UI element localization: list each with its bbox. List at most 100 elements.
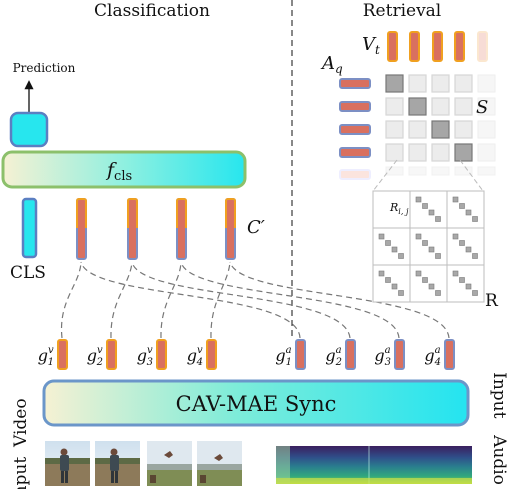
video-frame-3 [147,441,192,486]
map-a4 [229,261,450,339]
zoom-line-left [372,159,398,192]
a-q-label: Aq [320,53,343,76]
c-prime-label: C′ [247,217,265,238]
sim-cell-2-4 [454,97,473,116]
input-audio-label: Input Audio [489,372,509,485]
sim-cell-faded-col-3 [477,120,496,139]
r-block-2-3 [446,227,485,266]
video-frame-4 [197,441,242,486]
sim-cell-3-2 [408,120,427,139]
r-block-3-1 [372,264,411,303]
audio-token-3 [394,339,405,370]
video-query-tokens [387,31,488,62]
prediction-output-box [9,111,49,148]
c-prime-token-4 [225,198,236,260]
sim-cell-faded-row-3 [431,166,450,176]
r-label: R [485,291,499,311]
map-v1 [60,261,82,339]
sim-cell-1-2 [408,74,427,93]
s-label: S [476,97,488,118]
similarity-matrix [385,74,496,176]
map-a1 [80,261,301,339]
audio-token-4 [444,339,455,370]
f-cls-block [1,150,247,189]
r-block-grid [372,190,485,303]
prediction-label: Prediction [13,61,76,75]
sim-cell-faded-row-5 [477,166,496,176]
sim-cell-2-3 [431,97,450,116]
c-prime-tokens [76,198,236,260]
sim-cell-2-2 [408,97,427,116]
map-a2 [131,261,351,339]
audio-query-tokens [339,78,371,180]
r-block-3-2 [409,264,448,303]
r-block-3-3 [446,264,485,303]
v-t-token-1 [387,31,398,62]
input-video-label: Video Input [11,393,31,489]
map-a3 [180,261,400,339]
c-prime-token-2 [127,198,138,260]
sim-cell-1-3 [431,74,450,93]
encoder-label: CAV-MAE Sync [176,392,337,416]
audio-token-1 [295,339,306,370]
sim-cell-3-3 [431,120,450,139]
a-q-token-2 [339,101,371,112]
f-cls-label: fcls [105,159,132,184]
map-v2 [110,261,133,339]
r-block-2-1 [372,227,411,266]
token-mapping-lines [60,261,450,339]
audio-spectrogram [276,446,472,484]
a-q-token-1 [339,78,371,89]
r-block-2-2 [409,227,448,266]
encoder-block [42,379,470,427]
sim-cell-4-2 [408,143,427,162]
cls-token [21,197,38,259]
v-t-token-2 [409,31,420,62]
sim-cell-4-4 [454,143,473,162]
sim-cell-2-1 [385,97,404,116]
video-token-1 [57,339,68,370]
sim-cell-faded-row-4 [454,166,473,176]
a-q-token-3 [339,124,371,135]
video-token-3 [156,339,167,370]
r-block-1-3 [446,190,485,229]
sim-cell-faded-col-1 [477,74,496,93]
sim-cell-1-4 [454,74,473,93]
map-v4 [210,261,231,339]
r-ij-label: Ri, j [389,201,409,216]
audio-token-2 [345,339,356,370]
sim-cell-4-1 [385,143,404,162]
zoom-line-right [459,159,484,192]
video-token-2 [106,339,117,370]
c-prime-token-1 [76,198,87,260]
c-prime-token-3 [176,198,187,260]
video-frame-1 [45,441,90,486]
v-t-token-4 [454,31,465,62]
retrieval-header: Retrieval [363,1,442,21]
a-q-token-4 [339,147,371,158]
video-frame-2 [95,441,140,486]
cls-label: CLS [10,263,46,283]
sim-cell-4-3 [431,143,450,162]
sim-cell-3-4 [454,120,473,139]
sim-cell-faded-col-2 [477,97,496,116]
video-token-4 [206,339,217,370]
sim-cell-faded-col-4 [477,143,496,162]
sim-cell-1-1 [385,74,404,93]
sim-cell-faded-row-1 [385,166,404,176]
v-t-token-3 [432,31,443,62]
v-t-token-faded [477,31,488,62]
classification-header: Classification [94,1,210,21]
